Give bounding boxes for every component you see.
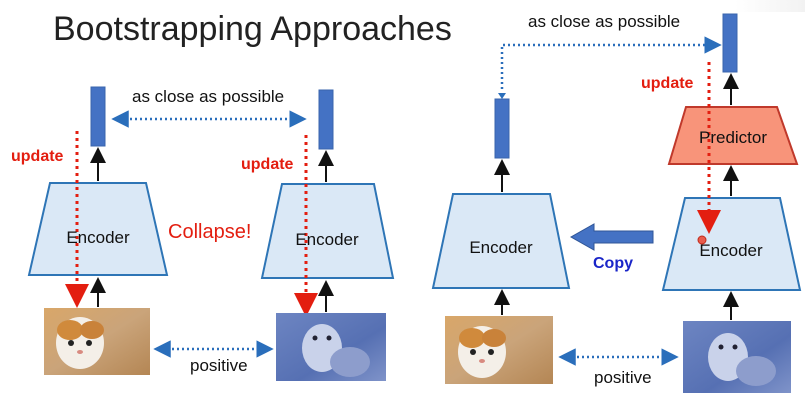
update-label-1: update	[11, 148, 64, 165]
predictor-block	[667, 106, 799, 165]
encoder-label-3: Encoder	[469, 238, 533, 257]
corner-shadow	[735, 0, 805, 12]
encoder-label-1: Encoder	[66, 228, 130, 247]
encoder-block-2	[260, 183, 395, 279]
output-vector-4	[722, 13, 738, 73]
encoder-label-2: Encoder	[295, 230, 359, 249]
cat-image-4	[683, 321, 791, 393]
output-vector-1	[90, 86, 106, 147]
similarity-arrow-right-head	[498, 93, 506, 99]
update-label-2: update	[241, 156, 294, 173]
cat-image-1	[44, 308, 150, 375]
predictor-label: Predictor	[698, 128, 768, 147]
cat-image-2	[276, 313, 386, 381]
close-label-left: as close as possible	[132, 87, 285, 106]
encoder-block-1	[27, 182, 169, 276]
encoder-label-4: Encoder	[699, 241, 763, 260]
slide-title: Bootstrapping Approaches	[53, 10, 452, 48]
close-label-right: as close as possible	[528, 12, 681, 31]
copy-label: Copy	[593, 255, 633, 272]
copy-arrow	[569, 223, 654, 251]
encoder-block-3	[431, 193, 571, 289]
cat-image-3	[445, 316, 553, 384]
positive-label-left: positive	[190, 356, 248, 375]
output-vector-2	[318, 89, 334, 150]
update-label-3: update	[641, 75, 694, 92]
collapse-label: Collapse!	[168, 221, 252, 243]
positive-label-right: positive	[594, 368, 652, 387]
output-vector-3	[494, 98, 510, 159]
cursor-dot	[697, 235, 707, 245]
